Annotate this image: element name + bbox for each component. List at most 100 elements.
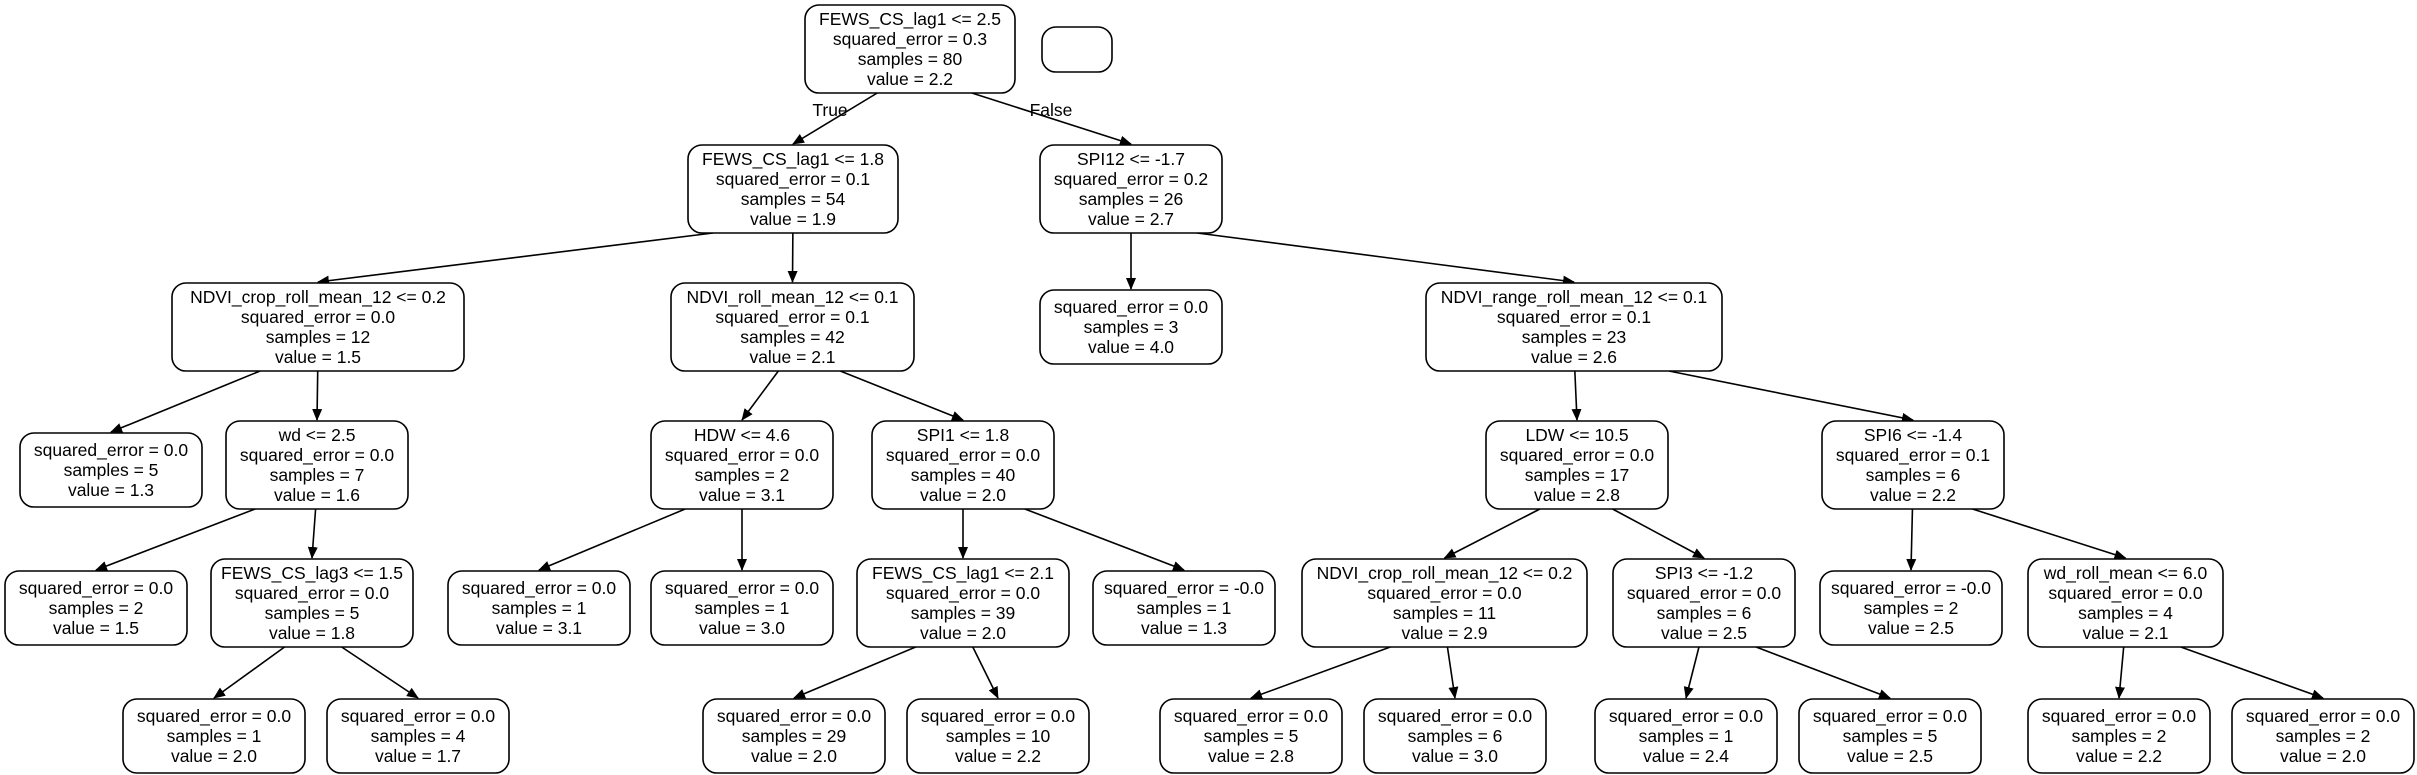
node-box [1092, 570, 1276, 646]
node-text-line: squared_error = 0.0 [1367, 583, 1521, 604]
node-box [670, 282, 915, 372]
node-box [702, 698, 886, 774]
tree-edge-arrow [317, 232, 714, 286]
tree-edge-arrow [1755, 646, 1891, 699]
node-text-line: samples = 39 [911, 603, 1016, 623]
node-text-line: squared_error = 0.3 [833, 29, 987, 50]
node-text-line: value = 2.2 [1870, 485, 1956, 505]
node-text-line: value = 2.6 [1531, 347, 1617, 367]
node-text-line: squared_error = 0.0 [665, 578, 819, 599]
empty-node [1041, 26, 1113, 73]
node-box [19, 432, 203, 508]
node-text-line: squared_error = 0.0 [1174, 706, 1328, 727]
node-text-line: samples = 1 [167, 726, 262, 746]
node-text-line: FEWS_CS_lag3 <= 1.5 [221, 563, 403, 584]
node-box [326, 698, 510, 774]
node-text-line: value = 1.5 [275, 347, 361, 367]
tree-edge-arrow [1972, 508, 2127, 560]
node-box [871, 420, 1055, 510]
node-text-line: squared_error = 0.0 [1378, 706, 1532, 727]
node-text-line: value = 2.1 [2082, 623, 2168, 643]
node-text-line: squared_error = 0.0 [2048, 583, 2202, 604]
tree-edge-arrow [1668, 370, 1914, 423]
tree-edge-arrow [312, 370, 323, 421]
node-text-line: SPI1 <= 1.8 [917, 425, 1009, 445]
node-text-line: squared_error = 0.0 [2246, 706, 2400, 727]
node-text-line: value = 1.5 [53, 618, 139, 638]
node-text-line: FEWS_CS_lag1 <= 1.8 [702, 149, 884, 170]
node-text-line: NDVI_range_roll_mean_12 <= 0.1 [1441, 287, 1708, 308]
tree-edge-arrow [1571, 370, 1582, 421]
node-box [1159, 698, 1343, 774]
node-box [1821, 420, 2005, 510]
tree-edge-arrow [538, 508, 686, 571]
node-text-line: samples = 12 [266, 327, 371, 347]
node-box [1041, 26, 1113, 73]
node-text-line: value = 2.4 [1643, 746, 1729, 766]
node-box [1594, 698, 1778, 774]
node-text-line: value = 2.2 [955, 746, 1041, 766]
node-text-line: samples = 5 [265, 603, 360, 623]
tree-edge-arrow [1024, 508, 1185, 571]
node-text-line: samples = 11 [1393, 603, 1496, 623]
node-text-line: value = 2.5 [1868, 618, 1954, 638]
node-text-line: value = 2.0 [2280, 746, 2366, 766]
node-text-line: value = 3.0 [1412, 746, 1498, 766]
node-text-line: samples = 54 [741, 189, 846, 209]
node-box [447, 570, 631, 646]
node-text-line: NDVI_roll_mean_12 <= 0.1 [686, 287, 898, 308]
node-box [1363, 698, 1547, 774]
node-box [650, 420, 834, 510]
node-text-line: samples = 6 [1866, 465, 1961, 485]
tree-edge-arrow [1443, 508, 1541, 559]
node-text-line: value = 1.6 [274, 485, 360, 505]
node-text-line: SPI6 <= -1.4 [1864, 425, 1963, 445]
node-text-line: samples = 26 [1079, 189, 1184, 209]
node-text-line: value = 1.8 [269, 623, 355, 643]
node-text-line: value = 1.3 [1141, 618, 1227, 638]
node-text-line: value = 2.2 [2076, 746, 2162, 766]
tree-node: NDVI_crop_roll_mean_12 <= 0.2squared_err… [171, 282, 465, 372]
node-text-line: squared_error = 0.0 [1500, 445, 1654, 466]
node-text-line: NDVI_crop_roll_mean_12 <= 0.2 [190, 287, 446, 308]
node-text-line: samples = 3 [1084, 317, 1179, 337]
tree-edge-arrow [1196, 232, 1575, 286]
node-box [687, 144, 899, 234]
node-text-line: samples = 1 [695, 598, 790, 618]
tree-edge-arrow [1683, 646, 1700, 699]
node-text-line: squared_error = 0.0 [1813, 706, 1967, 727]
node-box [210, 558, 414, 648]
node-box [1485, 420, 1669, 510]
node-text-line: squared_error = 0.0 [34, 440, 188, 461]
node-text-line: samples = 1 [492, 598, 587, 618]
edge-label-false: False [1030, 100, 1073, 120]
tree-node: NDVI_range_roll_mean_12 <= 0.1squared_er… [1425, 282, 1723, 372]
node-text-line: samples = 7 [270, 465, 365, 485]
node-text-line: samples = 4 [2078, 603, 2173, 623]
tree-edge-arrow [972, 646, 999, 699]
node-text-line: value = 3.1 [496, 618, 582, 638]
node-text-line: samples = 6 [1408, 726, 1503, 746]
node-text-line: squared_error = 0.0 [1609, 706, 1763, 727]
node-text-line: value = 2.0 [920, 623, 1006, 643]
node-box [1039, 289, 1223, 365]
node-text-line: squared_error = 0.0 [235, 583, 389, 604]
tree-edge-arrow [1612, 508, 1705, 559]
tree-edge-arrow [741, 370, 780, 421]
